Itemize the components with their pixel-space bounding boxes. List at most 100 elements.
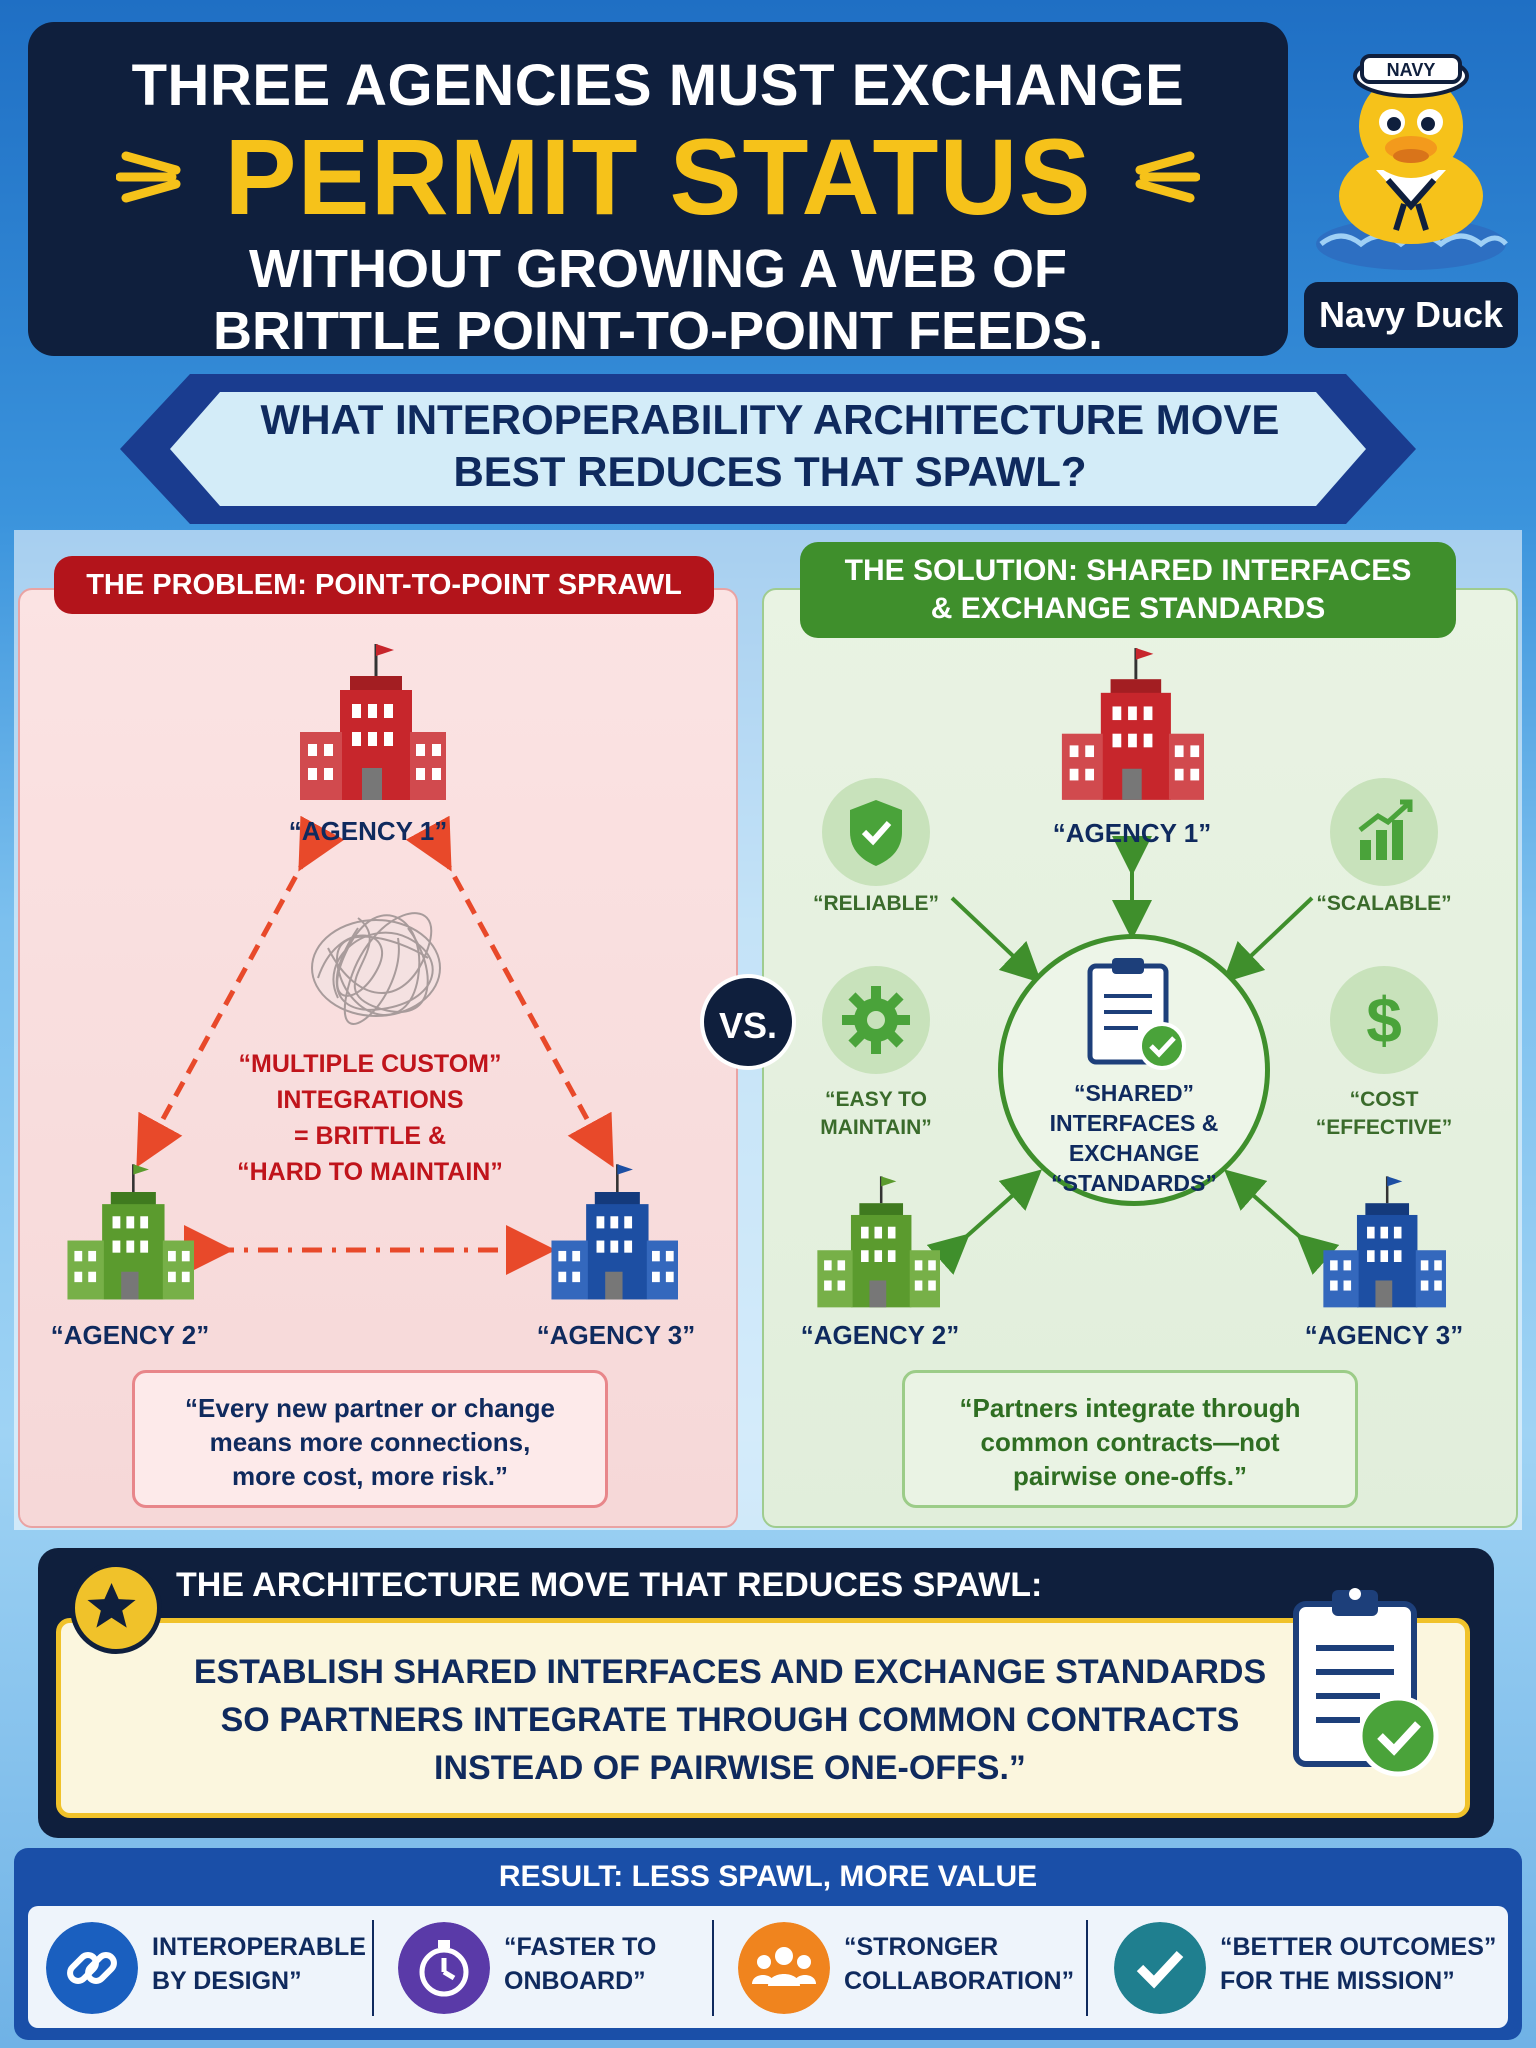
question-banner-shape <box>120 374 1416 524</box>
duck-icon: NAVY <box>1316 54 1508 270</box>
cost-effective-label: “COST “EFFECTIVE” <box>1304 1086 1464 1142</box>
sprawl-note-line-1: “MULTIPLE CUSTOM” <box>238 1050 502 1078</box>
result-1-line-1: INTEROPERABLE <box>152 1933 366 1961</box>
problem-agency-3-label: “AGENCY 3” <box>536 1320 696 1350</box>
title-line-1: THREE AGENCIES MUST EXCHANGE <box>131 53 1185 118</box>
tangle-icon <box>311 912 441 1025</box>
move-line-1: ESTABLISH SHARED INTERFACES AND EXCHANGE… <box>193 1653 1267 1691</box>
solution-agency-2-label: “AGENCY 2” <box>800 1320 960 1350</box>
hat-text: NAVY <box>1387 60 1436 80</box>
easy-label-line-1: “EASY TO <box>825 1088 927 1111</box>
hub-label-line-3: EXCHANGE <box>1068 1140 1200 1166</box>
result-item-onboard: “FASTER TO ONBOARD” <box>398 1916 718 2020</box>
result-2-line-2: ONBOARD” <box>504 1967 646 1995</box>
mascot-label: Navy Duck <box>1304 282 1518 348</box>
result-item-collaboration: “STRONGER COLLABORATION” <box>738 1916 1078 2020</box>
result-item-outcomes: “BETTER OUTCOMES” FOR THE MISSION” <box>1114 1916 1504 2020</box>
sprawl-link-1-3 <box>405 815 614 1168</box>
hub-label: “SHARED” INTERFACES & EXCHANGE “STANDARD… <box>1010 1078 1258 1198</box>
agency-1-building-icon <box>300 644 446 800</box>
divider <box>372 1920 374 2016</box>
sprawl-note-line-2: INTEGRATIONS <box>276 1086 464 1114</box>
hub-link-agency-3 <box>1224 1169 1340 1275</box>
scalable-label: “SCALABLE” <box>1316 892 1452 915</box>
problem-quote-line-3: more cost, more risk.” <box>232 1461 508 1491</box>
problem-quote: “Every new partner or change means more … <box>132 1370 608 1508</box>
agency-3-building-icon <box>1323 1176 1446 1308</box>
result-4-line-1: “BETTER OUTCOMES” <box>1220 1933 1497 1961</box>
dollar-icon: $ <box>1330 966 1438 1074</box>
growth-chart-icon <box>1330 778 1438 886</box>
solution-title-line-2: & EXCHANGE STANDARDS <box>930 592 1326 625</box>
burst-right-icon <box>1135 151 1200 203</box>
question-line-2: BEST REDUCES THAT SPAWL? <box>453 448 1087 495</box>
solution-quote-line-3: pairwise one-offs.” <box>1012 1461 1248 1491</box>
cost-label-line-1: “COST <box>1349 1088 1419 1111</box>
sprawl-link-1-2 <box>136 815 345 1168</box>
solution-agency-1-label: “AGENCY 1” <box>1052 818 1212 848</box>
hub-label-line-1: “SHARED” <box>1073 1080 1195 1106</box>
reliable-label: “RELIABLE” <box>813 892 939 915</box>
hub-link-agency-2 <box>926 1169 1042 1275</box>
problem-agency-2-label: “AGENCY 2” <box>50 1320 210 1350</box>
sprawl-note: “MULTIPLE CUSTOM” INTEGRATIONS = BRITTLE… <box>220 1046 520 1190</box>
solution-quote-line-2: common contracts—not <box>980 1427 1280 1457</box>
result-2-line-1: “FASTER TO <box>504 1933 657 1961</box>
clipboard-check-icon <box>1293 1588 1439 1777</box>
divider <box>1086 1920 1088 2016</box>
hub-label-line-4: “STANDARDS” <box>1051 1170 1217 1196</box>
burst-left-icon <box>116 151 181 203</box>
agency-1-building-icon <box>1061 648 1204 800</box>
solution-quote-line-1: “Partners integrate through <box>959 1393 1301 1423</box>
problem-quote-line-2: means more connections, <box>209 1427 531 1457</box>
link-icon <box>46 1922 138 2014</box>
architecture-move-title: THE ARCHITECTURE MOVE THAT REDUCES SPAWL… <box>176 1566 1043 1604</box>
sprawl-note-line-3: = BRITTLE & <box>293 1122 447 1150</box>
solution-diagram <box>926 836 1340 1275</box>
question-line-1: WHAT INTEROPERABILITY ARCHITECTURE MOVE <box>260 396 1280 443</box>
gear-icon <box>822 966 930 1074</box>
clipboard-check-icon <box>1087 958 1186 1070</box>
people-icon <box>738 1922 830 2014</box>
result-3-line-2: COLLABORATION” <box>844 1967 1075 1995</box>
navy-duck-mascot: NAVY Navy Duck <box>1296 30 1526 348</box>
hub-label-line-2: INTERFACES & <box>1049 1110 1219 1136</box>
title-highlight: PERMIT STATUS <box>224 116 1092 237</box>
problem-title: THE PROBLEM: POINT-TO-POINT SPRAWL <box>54 556 714 614</box>
shield-check-icon <box>822 778 930 886</box>
divider <box>712 1920 714 2016</box>
solution-title-line-1: THE SOLUTION: SHARED INTERFACES <box>844 554 1412 587</box>
solution-quote: “Partners integrate through common contr… <box>902 1370 1358 1508</box>
move-line-2: SO PARTNERS INTEGRATE THROUGH COMMON CON… <box>220 1701 1240 1739</box>
result-1-line-2: BY DESIGN” <box>152 1967 302 1995</box>
reliable-arrow <box>950 896 1042 984</box>
svg-text:$: $ <box>1366 984 1402 1056</box>
result-3-line-1: “STRONGER <box>844 1933 999 1961</box>
result-title: RESULT: LESS SPAWL, MORE VALUE <box>498 1860 1038 1893</box>
agency-3-building-icon <box>551 1164 678 1300</box>
problem-diagram <box>136 815 614 1275</box>
problem-quote-line-1: “Every new partner or change <box>185 1393 555 1423</box>
easy-to-maintain-label: “EASY TO MAINTAIN” <box>796 1086 956 1142</box>
check-icon <box>1114 1922 1206 2014</box>
title-line-4: BRITTLE POINT-TO-POINT FEEDS. <box>212 301 1104 361</box>
title-banner: THREE AGENCIES MUST EXCHANGE PERMIT STAT… <box>28 22 1288 361</box>
vs-badge: VS. <box>700 974 796 1070</box>
star-icon <box>70 1562 162 1654</box>
architecture-move-answer <box>56 1618 1470 1818</box>
architecture-move-text: ESTABLISH SHARED INTERFACES AND EXCHANGE… <box>120 1648 1340 1792</box>
stopwatch-icon <box>398 1922 490 2014</box>
result-4-line-2: FOR THE MISSION” <box>1220 1967 1455 1995</box>
title-line-3: WITHOUT GROWING A WEB OF <box>249 239 1067 299</box>
question-banner: WHAT INTEROPERABILITY ARCHITECTURE MOVE … <box>80 374 1456 524</box>
agency-2-building-icon <box>817 1176 940 1308</box>
solution-agency-3-label: “AGENCY 3” <box>1304 1320 1464 1350</box>
agency-2-building-icon <box>67 1164 194 1300</box>
scalable-arrow <box>1222 896 1314 984</box>
solution-title: THE SOLUTION: SHARED INTERFACES & EXCHAN… <box>800 542 1456 638</box>
result-item-interoperable: INTEROPERABLE BY DESIGN” <box>46 1916 366 2020</box>
cost-label-line-2: “EFFECTIVE” <box>1315 1116 1453 1139</box>
easy-label-line-2: MAINTAIN” <box>820 1116 932 1139</box>
sprawl-note-line-4: “HARD TO MAINTAIN” <box>237 1158 503 1186</box>
move-line-3: INSTEAD OF PAIRWISE ONE-OFFS.” <box>434 1749 1026 1787</box>
